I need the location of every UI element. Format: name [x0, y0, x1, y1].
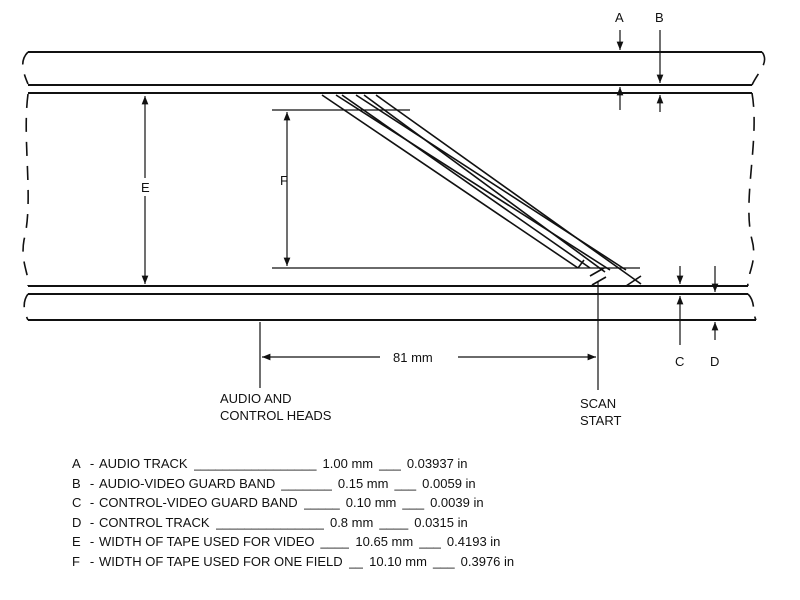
scan-label-line-2: START [580, 413, 621, 428]
video-track-line [363, 94, 606, 273]
legend-leader: _______________ [215, 514, 324, 530]
video-tracks [321, 94, 642, 287]
legend-leader: ___ [379, 456, 401, 471]
scan-label-line-1: SCAN [580, 396, 616, 411]
label-f: F [280, 173, 288, 188]
legend-mm: 1.00 mm [322, 456, 374, 471]
dimension-ab [616, 30, 664, 112]
legend-mm: 0.10 mm [345, 495, 397, 510]
tape-right-break [747, 51, 766, 321]
legend-inch: 0.03937 in [406, 456, 468, 471]
legend-leader: ___ [419, 534, 441, 549]
legend-leader: ___ [394, 475, 417, 491]
track-end-cap [589, 267, 605, 277]
dimension-legend: A - AUDIO TRACK _________________ 1.00 m… [72, 456, 592, 573]
legend-leader: _________________ [193, 456, 317, 471]
legend-inch: 0.3976 in [460, 553, 515, 569]
legend-mm: 10.10 mm [369, 553, 427, 569]
track-end-cap [591, 276, 607, 286]
video-track-line [341, 94, 591, 269]
legend-inch: 0.0059 in [422, 475, 476, 491]
legend-mm: 10.65 mm [355, 534, 414, 549]
legend-name: AUDIO TRACK [99, 456, 188, 471]
legend-leader: _____ [303, 495, 340, 510]
legend-letter: A [72, 456, 81, 471]
heads-label-line-2: CONTROL HEADS [220, 408, 332, 423]
legend-letter: C [72, 495, 82, 510]
legend-letter: D [72, 514, 82, 530]
video-track-line [321, 94, 579, 269]
heads-label-line-1: AUDIO AND [220, 391, 292, 406]
legend-leader: ____ [379, 514, 409, 530]
legend-leader: ___ [432, 553, 455, 569]
legend-name: CONTROL TRACK [99, 514, 210, 530]
legend-leader: ____ [320, 534, 350, 549]
legend-letter: B [72, 475, 81, 491]
tape-left-break [21, 51, 30, 321]
video-track-line [335, 94, 611, 271]
tape-body [21, 51, 766, 321]
label-a: A [615, 10, 624, 25]
legend-name: WIDTH OF TAPE USED FOR VIDEO [99, 534, 315, 549]
legend-row: F - WIDTH OF TAPE USED FOR ONE FIELD __ … [72, 553, 515, 569]
dimension-81mm [259, 282, 599, 390]
legend-name: AUDIO-VIDEO GUARD BAND [99, 475, 276, 491]
track-end-cap [577, 259, 585, 269]
label-e: E [141, 180, 150, 195]
legend-name: CONTROL-VIDEO GUARD BAND [99, 495, 298, 510]
legend-row: E - WIDTH OF TAPE USED FOR VIDEO ____ 10… [72, 534, 501, 549]
label-c: C [675, 354, 684, 369]
legend-leader: ___ [402, 495, 425, 510]
legend-row: A - AUDIO TRACK _________________ 1.00 m… [72, 456, 468, 471]
dimension-f [272, 109, 640, 269]
distance-label: 81 mm [393, 350, 433, 365]
legend-letter: E [72, 534, 81, 549]
legend-name: WIDTH OF TAPE USED FOR ONE FIELD [99, 553, 343, 569]
legend-inch: 0.0315 in [414, 514, 468, 530]
legend-leader: __ [348, 553, 364, 569]
legend-row: C - CONTROL-VIDEO GUARD BAND _____ 0.10 … [72, 495, 484, 510]
label-d: D [710, 354, 719, 369]
legend-mm: 0.8 mm [329, 514, 374, 530]
legend-inch: 0.4193 in [446, 534, 501, 549]
legend-leader: _______ [281, 475, 332, 491]
legend-letter: F [72, 553, 80, 569]
legend-mm: 0.15 mm [337, 475, 389, 491]
legend-row: B - AUDIO-VIDEO GUARD BAND _______ 0.15 … [72, 475, 476, 491]
legend-inch: 0.0039 in [430, 495, 484, 510]
dimension-cd [676, 266, 719, 345]
video-track-line [375, 94, 642, 285]
legend-row: D - CONTROL TRACK _______________ 0.8 mm… [72, 514, 468, 530]
track-end-cap [625, 275, 642, 287]
label-b: B [655, 10, 664, 25]
